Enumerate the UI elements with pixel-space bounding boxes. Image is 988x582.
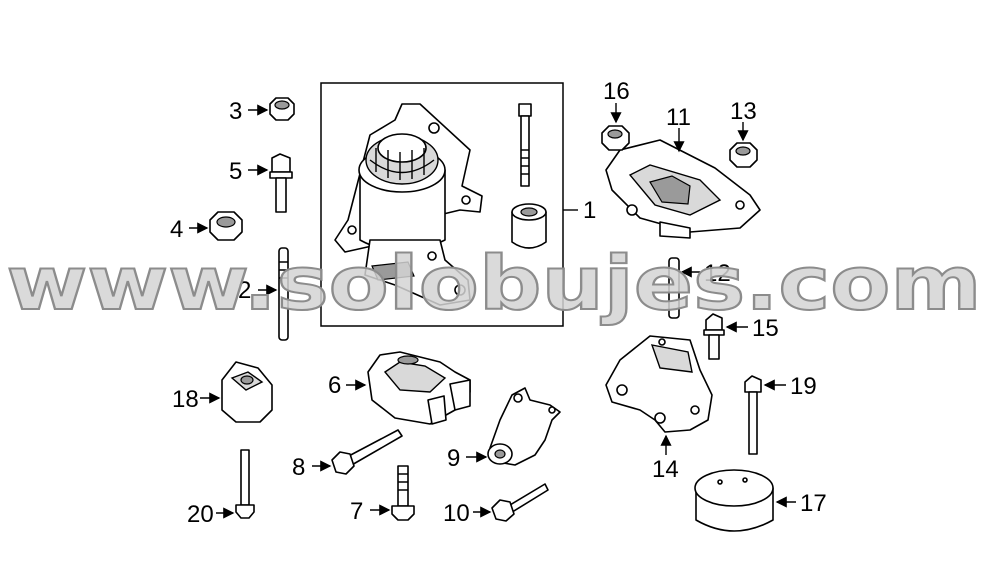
assembly-frame [320, 82, 564, 327]
part-14-bracket [605, 335, 713, 433]
part-8-bolt [331, 429, 403, 475]
label-17: 17 [800, 490, 827, 517]
part-2-stud [278, 247, 289, 341]
label-11: 11 [666, 104, 691, 131]
part-16-nut [601, 125, 630, 151]
part-17-cap [694, 469, 774, 532]
part-3-nut [269, 97, 295, 121]
part-20-long-bolt [235, 449, 255, 519]
part-15-bolt [703, 313, 725, 360]
part-1-engine-mount-assembly [320, 82, 564, 327]
part-7-bolt [391, 465, 415, 521]
label-10: 10 [443, 500, 470, 527]
label-1: 1 [583, 197, 596, 224]
label-20: 20 [187, 501, 214, 528]
part-18-mount-block [221, 361, 273, 423]
watermark: www.solobujes.com [7, 241, 982, 327]
part-12-stud [668, 257, 680, 319]
part-4-nut [209, 211, 243, 241]
label-7: 7 [350, 498, 363, 525]
label-14: 14 [652, 456, 679, 483]
label-18: 18 [172, 386, 199, 413]
label-12: 12 [704, 260, 731, 287]
label-15: 15 [752, 315, 779, 342]
label-19: 19 [790, 373, 817, 400]
label-8: 8 [292, 454, 305, 481]
part-19-long-bolt [744, 375, 762, 455]
part-6-mount [367, 351, 471, 425]
label-16: 16 [603, 78, 630, 105]
part-13-nut [729, 142, 758, 168]
label-3: 3 [229, 98, 242, 125]
label-2: 2 [238, 277, 251, 304]
part-11-transmission-mount [605, 139, 761, 239]
part-5-bolt [269, 153, 293, 213]
label-5: 5 [229, 158, 242, 185]
label-9: 9 [447, 445, 460, 472]
label-13: 13 [730, 98, 757, 125]
part-9-bracket [487, 387, 561, 466]
label-6: 6 [328, 372, 341, 399]
label-4: 4 [170, 216, 183, 243]
part-10-bolt [491, 483, 549, 522]
